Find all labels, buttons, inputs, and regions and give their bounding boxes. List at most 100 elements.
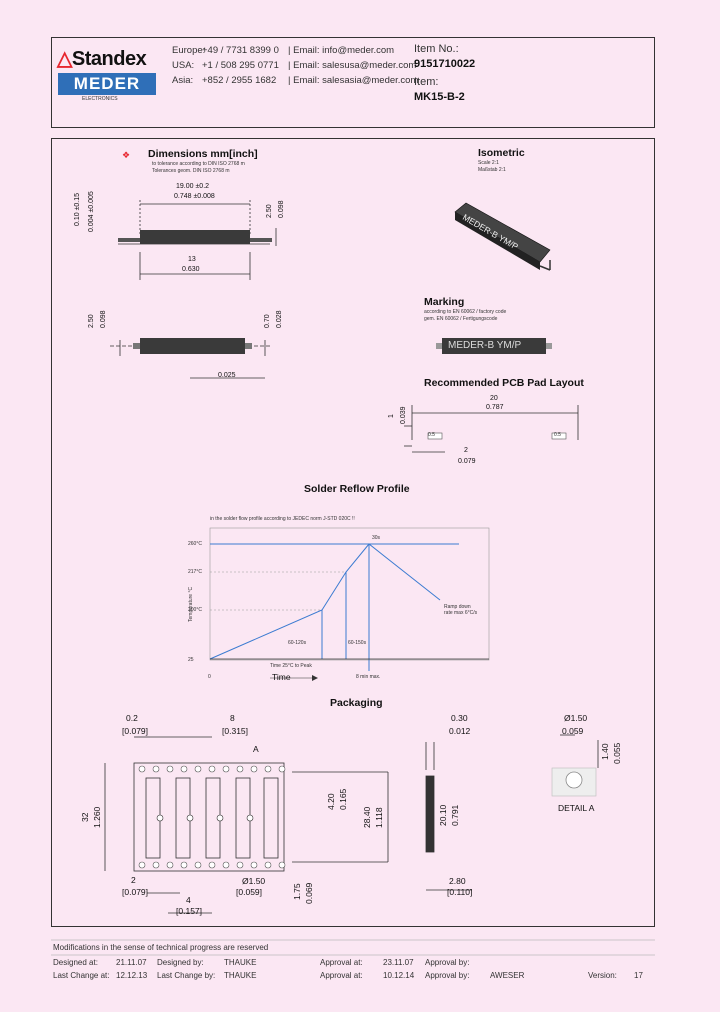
item-value: MK15-B-2 [414, 91, 465, 103]
isometric-sub-1: Scale 2:1 [478, 160, 499, 166]
footer-approval-by-value-2: AWESER [490, 971, 525, 980]
solder-x-end: 8 min max. [356, 674, 381, 680]
dim-w-b-inch: 0.028 [276, 310, 283, 328]
dim-text: 0.157 [178, 906, 200, 916]
footer-approval-by-label-1: Approval by: [425, 958, 470, 967]
email-text: Email: salesusa@meder.com [293, 60, 417, 71]
dim-text: 0.315 [224, 726, 246, 736]
footer-last-change-by-label: Last Change by: [157, 971, 216, 980]
pcb-gap: 2 [464, 447, 468, 454]
footer-last-change-value: 12.12.13 [116, 971, 148, 980]
solder-preheat: 60-120s [288, 640, 307, 646]
marking-sub-1: according to EN 60062 / factory code [424, 309, 507, 315]
logo-electronics: ELECTRONICS [82, 96, 118, 102]
dim-text: 0.059 [238, 887, 260, 897]
contact-asia-email: | Email: salesasia@meder.com [288, 75, 419, 86]
isometric-part [454, 202, 551, 271]
pack-d4-inch: 0.059 [562, 726, 584, 736]
contact-europe-region: Europe: [172, 45, 206, 56]
marking-title: Marking [424, 296, 465, 308]
pcb-span-inch: 0.787 [486, 404, 504, 411]
logo-standex: △Standex [57, 48, 147, 70]
solder-peak: 30s [372, 535, 381, 541]
solder-note: in the solder flow profile according to … [210, 516, 355, 522]
isometric-title: Isometric [478, 147, 525, 159]
pack-b3: 4 [186, 895, 191, 905]
dim-h-b-inch: 0.098 [278, 200, 285, 218]
pcb-pad-h: 1 [388, 414, 395, 418]
footer-approval-at-label-1: Approval at: [320, 958, 363, 967]
reed-body-side [140, 230, 250, 244]
item-no-label: Item No.: [414, 43, 459, 55]
dim-w-b: 0.70 [264, 314, 271, 328]
pack-h-in: 28.40 [362, 806, 372, 828]
pcb-title: Recommended PCB Pad Layout [424, 377, 584, 389]
dim-length: 19.00 ±0.2 [176, 183, 210, 190]
solder-tick-200: 200°C [188, 607, 202, 613]
footer-last-change-label: Last Change at: [53, 971, 110, 980]
pcb-pad-right-dim: 0.5 [554, 432, 561, 438]
pack-b5-inch: [0.110] [447, 887, 473, 897]
solder-tick-217: 217°C [188, 569, 202, 575]
dim-h-b: 2.50 [266, 204, 273, 218]
contact-usa-phone: +1 / 508 295 0771 [202, 60, 279, 71]
dim-w-a-inch: 0.098 [100, 310, 107, 328]
dim-pitch-inch: 0.630 [182, 266, 200, 273]
footer-version-value: 17 [634, 971, 643, 980]
pack-d4: Ø1.50 [564, 713, 588, 723]
pack-b4: 1.75 [292, 883, 302, 900]
dim-text: 0.110 [449, 887, 471, 897]
item-no-value: 9151710022 [414, 58, 476, 70]
dim-h-a: 0.10 ±0.15 [74, 192, 81, 226]
dim-pitch: 13 [188, 256, 196, 263]
dimensions-red-mark: ❖ [122, 150, 131, 160]
detail-a-label: DETAIL A [558, 803, 595, 813]
pack-pocket-inch: 0.165 [338, 788, 348, 810]
pack-pocket: 4.20 [326, 793, 336, 810]
solder-ramp: Ramp down rate max 6°C/s [444, 604, 478, 616]
solder-x-label: Time [272, 672, 291, 682]
dimensions-note-2: Tolerances geom. DIN ISO 2768 m [152, 168, 230, 174]
dim-length-inch: 0.748 ±0.008 [174, 193, 215, 200]
email-text: Email: info@meder.com [293, 45, 395, 56]
pack-d2-inch: [0.315] [222, 726, 249, 736]
contact-asia-region: Asia: [172, 75, 194, 86]
dimensions-title: Dimensions mm[inch] [148, 148, 258, 160]
footer-approval-at-label-2: Approval at: [320, 971, 363, 980]
detail-a-graphic [551, 767, 597, 797]
pack-b3-inch: [0.157] [176, 906, 203, 916]
dim-w-a: 2.50 [88, 314, 95, 328]
pack-h-in-inch: 1.118 [374, 807, 384, 828]
pack-b1: 2 [131, 875, 136, 885]
footer-note: Modifications in the sense of technical … [53, 943, 269, 952]
pack-b4-inch: 0.069 [304, 882, 314, 904]
dim-h-a-inch: 0.004 ±0.005 [88, 191, 95, 232]
pack-reel-inch: 0.791 [450, 804, 460, 826]
packaging-tape [138, 765, 286, 869]
footer-approval-at-value-2: 10.12.14 [383, 971, 415, 980]
solder-title: Solder Reflow Profile [304, 483, 410, 495]
pack-h-total: 32 [80, 812, 90, 822]
pcb-span: 20 [490, 395, 498, 402]
contact-europe-email: | Email: info@meder.com [288, 45, 395, 56]
pcb-pad-left-dim: 0.5 [428, 432, 435, 438]
footer-last-change-by-value: THAUKE [224, 971, 257, 980]
marking-sub-2: gem. EN 60062 / Fertigungscode [424, 316, 498, 322]
pack-b2-inch: [0.059] [236, 887, 263, 897]
dim-lead: 0.025 [218, 372, 236, 379]
dim-text: 0.079 [124, 887, 146, 897]
pack-b1-inch: [0.079] [122, 887, 149, 897]
footer-designed-by-value: THAUKE [224, 958, 257, 967]
pack-d1: 0.2 [126, 713, 138, 723]
contact-asia-phone: +852 / 2955 1682 [202, 75, 277, 86]
pcb-pad-left [427, 432, 443, 440]
packaging-title: Packaging [330, 697, 383, 709]
footer-designed-at-value: 21.11.07 [116, 958, 147, 967]
marking-label: MEDER-B YM/P [448, 340, 522, 351]
logo-mark-icon: △ [57, 48, 72, 70]
isometric-sub-2: Maßstab 2:1 [478, 167, 506, 173]
pack-b5: 2.80 [449, 876, 466, 886]
solder-tick-25: 25 [188, 657, 194, 663]
drawing-frame [51, 138, 655, 927]
